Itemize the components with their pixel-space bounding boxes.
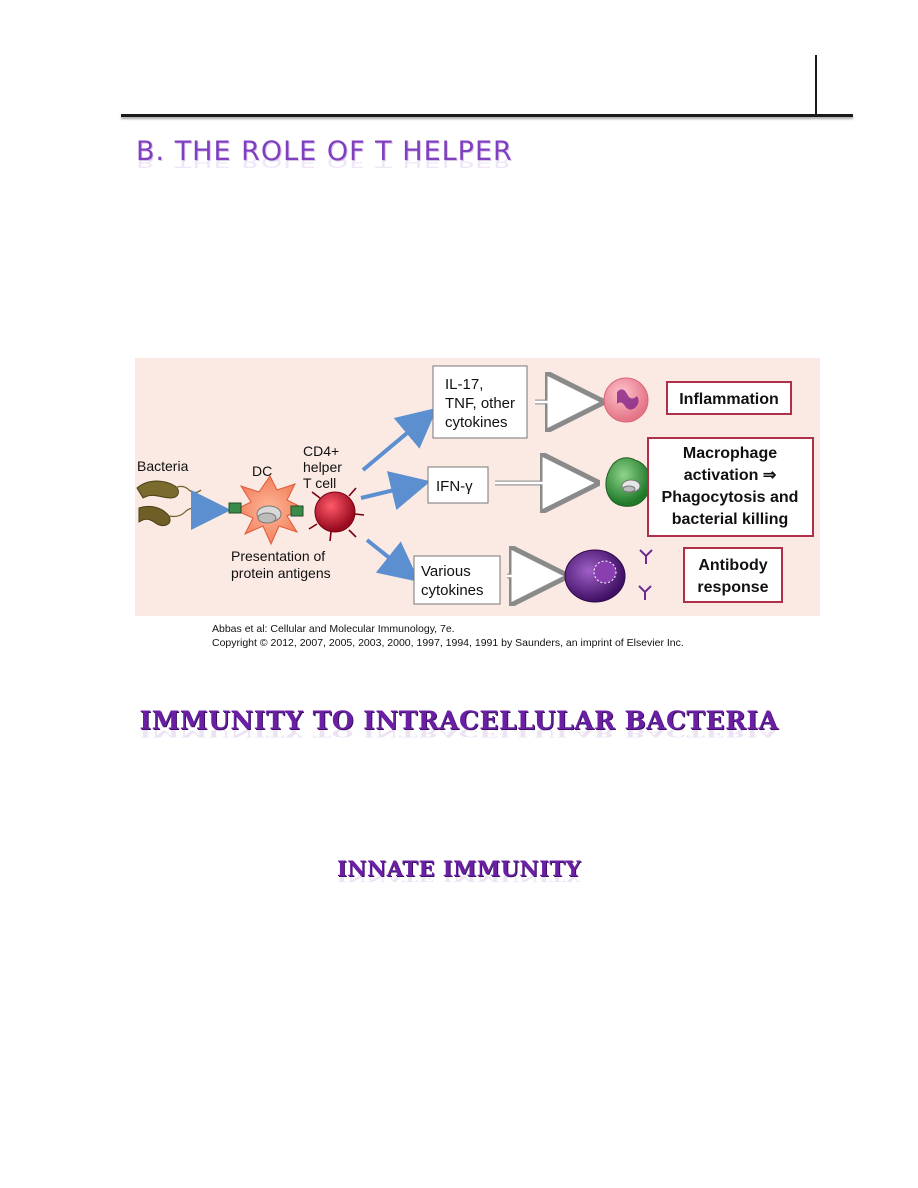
t-helper-figure: Bacteria DC Presentation of protein anti… (135, 358, 820, 616)
header-rule (121, 114, 853, 117)
header-vertical-rule (815, 55, 817, 114)
cytokine-il17-line1: IL-17, (445, 376, 483, 393)
cytokine-box-il17: IL-17, TNF, other cytokines (432, 365, 528, 439)
bacteria-icon (136, 480, 202, 527)
dendritic-cell (228, 475, 305, 546)
cytokine-various-line1: Various (421, 563, 471, 580)
heading-intracellular-bacteria: IMMUNITY TO INTRACELLULAR BACTERIA (139, 706, 779, 735)
arrow-to-various (365, 538, 420, 582)
cytokine-box-various: Various cytokines (413, 555, 501, 605)
cd4-label-line3: T cell (303, 475, 336, 491)
presentation-label-line1: Presentation of (231, 548, 325, 564)
cd4-label-line1: CD4+ (303, 443, 339, 459)
outcome-antibody-line1: Antibody (698, 557, 767, 574)
outcome-macrophage-line4: bacterial killing (672, 511, 788, 528)
outcome-antibody-line2: response (697, 579, 768, 596)
presentation-label-line2: protein antigens (231, 565, 331, 581)
outcome-box-inflammation: Inflammation (666, 381, 792, 415)
antibody-icon-upper (639, 549, 653, 564)
cytokine-il17-line3: cytokines (445, 414, 508, 431)
macrophage-cell (605, 457, 651, 507)
heading-innate-immunity: INNATE IMMUNITY (336, 856, 582, 881)
outcome-box-macrophage: Macrophage activation ⇒ Phagocytosis and… (647, 437, 814, 537)
antibody-icon-lower (638, 585, 652, 600)
bacteria-label: Bacteria (137, 458, 189, 474)
outcome-inflammation: Inflammation (679, 391, 779, 408)
t-helper-diagram: Bacteria DC Presentation of protein anti… (136, 365, 814, 616)
outcome-macrophage-line2: activation ⇒ (684, 467, 777, 484)
cd4-label-line2: helper (303, 459, 342, 475)
section-title: B. THE ROLE OF T HELPER (136, 136, 513, 167)
dc-label: DC (252, 463, 272, 479)
arrow-to-il17 (361, 407, 438, 472)
cytokine-ifn-line1: IFN-γ (436, 478, 473, 495)
cd4-t-cell (308, 487, 365, 542)
outcome-box-antibody: Antibody response (683, 547, 783, 603)
figure-caption: Abbas et al: Cellular and Molecular Immu… (212, 622, 684, 650)
outcome-macrophage-line1: Macrophage (683, 445, 777, 462)
neutrophil-cell (603, 377, 649, 423)
cytokine-various-line2: cytokines (421, 582, 484, 599)
cytokine-box-ifn: IFN-γ (427, 466, 489, 504)
cytokine-il17-line2: TNF, other (445, 395, 515, 412)
arrow-to-ifn (360, 471, 431, 511)
outcome-macrophage-line3: Phagocytosis and (662, 489, 799, 506)
caption-line1: Abbas et al: Cellular and Molecular Immu… (212, 623, 455, 635)
b-cell (564, 549, 626, 603)
caption-line2: Copyright © 2012, 2007, 2005, 2003, 2000… (212, 637, 684, 649)
